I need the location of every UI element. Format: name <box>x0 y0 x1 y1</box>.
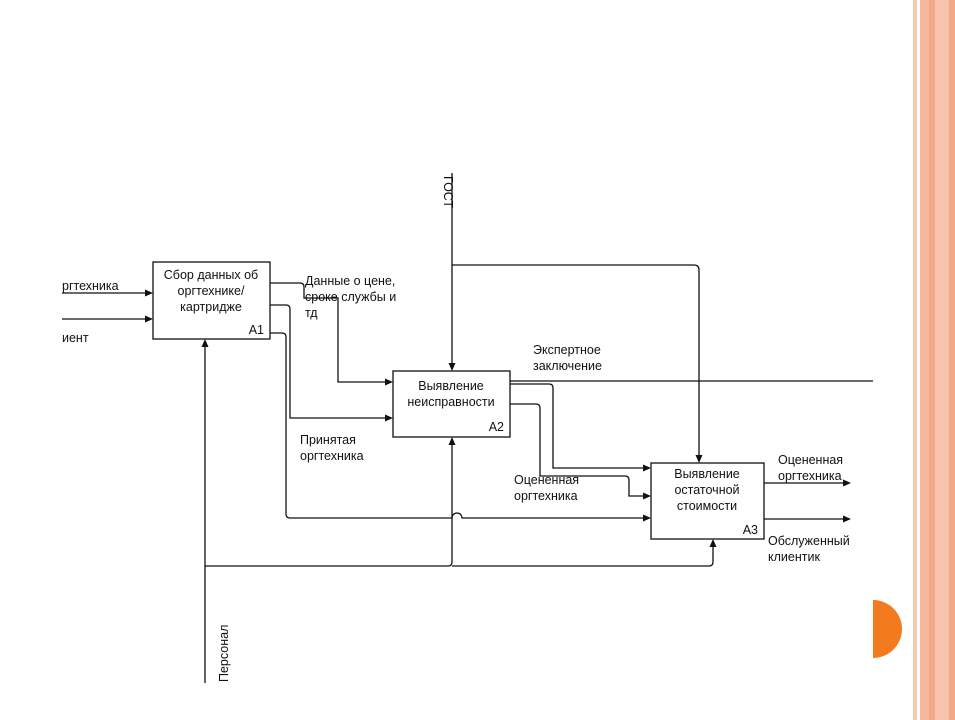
box-a3-line-2: остаточной <box>674 483 739 497</box>
decor-stripe-mid <box>920 0 929 720</box>
arrowhead <box>145 315 153 323</box>
box-a3-line-3: стоимости <box>677 499 737 513</box>
flow-personnel-to-a2 <box>205 445 453 567</box>
label-price-data-1: Данные о цене, <box>305 274 395 288</box>
arrowhead <box>385 378 393 386</box>
label-served-client-1: Обслуженный <box>768 534 850 548</box>
flow-personnel-to-a3 <box>452 547 714 567</box>
decor-stripe-thin <box>913 0 917 720</box>
arrowhead <box>643 492 651 500</box>
box-a2-line-1: Выявление <box>418 379 484 393</box>
box-a3-line-1: Выявление <box>674 467 740 481</box>
flow-price-data <box>270 282 386 383</box>
label-evaluated-out-1: Оцененная <box>778 453 843 467</box>
box-a3-id: A3 <box>743 523 758 537</box>
box-a3: Выявление остаточной стоимости A3 <box>650 462 765 540</box>
label-served-client-2: клиентик <box>768 550 820 564</box>
arrowhead <box>843 515 851 523</box>
label-accepted-1: Принятая <box>300 433 356 447</box>
box-a1-id: A1 <box>249 323 264 337</box>
arrowhead <box>448 437 456 445</box>
box-a2: Выявление неисправности A2 <box>392 370 511 438</box>
label-mechanism-personnel: Персонал <box>217 625 231 682</box>
flow-a2-to-a3-top <box>510 383 644 469</box>
decor-stripe-light <box>935 0 949 720</box>
label-price-data-3: тд <box>305 306 318 320</box>
flow-gost-to-a3 <box>452 264 700 456</box>
box-a1-line-1: Сбор данных об <box>164 268 258 282</box>
box-a1-line-3: картридже <box>180 300 242 314</box>
box-a2-id: A2 <box>489 420 504 434</box>
label-input-client: иент <box>62 331 89 345</box>
flow-evaluated-orgtech <box>510 403 644 497</box>
arrowhead <box>843 479 851 487</box>
label-expert-conclusion-2: заключение <box>533 359 602 373</box>
label-evaluated-mid-2: оргтехника <box>514 489 578 503</box>
flow-accepted-orgtech <box>270 304 386 419</box>
label-expert-conclusion-1: Экспертное <box>533 343 601 357</box>
arrowhead <box>643 514 651 522</box>
arrowhead <box>643 464 651 472</box>
box-a1: Сбор данных об оргтехнике/ картридже A1 <box>152 261 271 340</box>
arrowhead <box>385 414 393 422</box>
arrowhead <box>695 455 703 463</box>
orange-half-circle-icon <box>873 600 902 658</box>
arrowhead <box>448 363 456 371</box>
label-evaluated-out-2: оргтехника <box>778 469 842 483</box>
label-accepted-2: оргтехника <box>300 449 364 463</box>
label-control-gost: ГОСТ <box>441 176 455 208</box>
arrowhead <box>145 289 153 297</box>
box-a1-line-2: оргтехнике/ <box>178 284 245 298</box>
label-price-data-2: сроке службы и <box>305 290 396 304</box>
box-a2-line-2: неисправности <box>407 395 494 409</box>
arrowhead <box>709 539 717 547</box>
flow-a1-to-a3 <box>270 332 644 519</box>
label-input-orgtech: ргтехника <box>62 279 119 293</box>
arrowhead <box>201 339 209 347</box>
label-evaluated-mid-1: Оцененная <box>514 473 579 487</box>
